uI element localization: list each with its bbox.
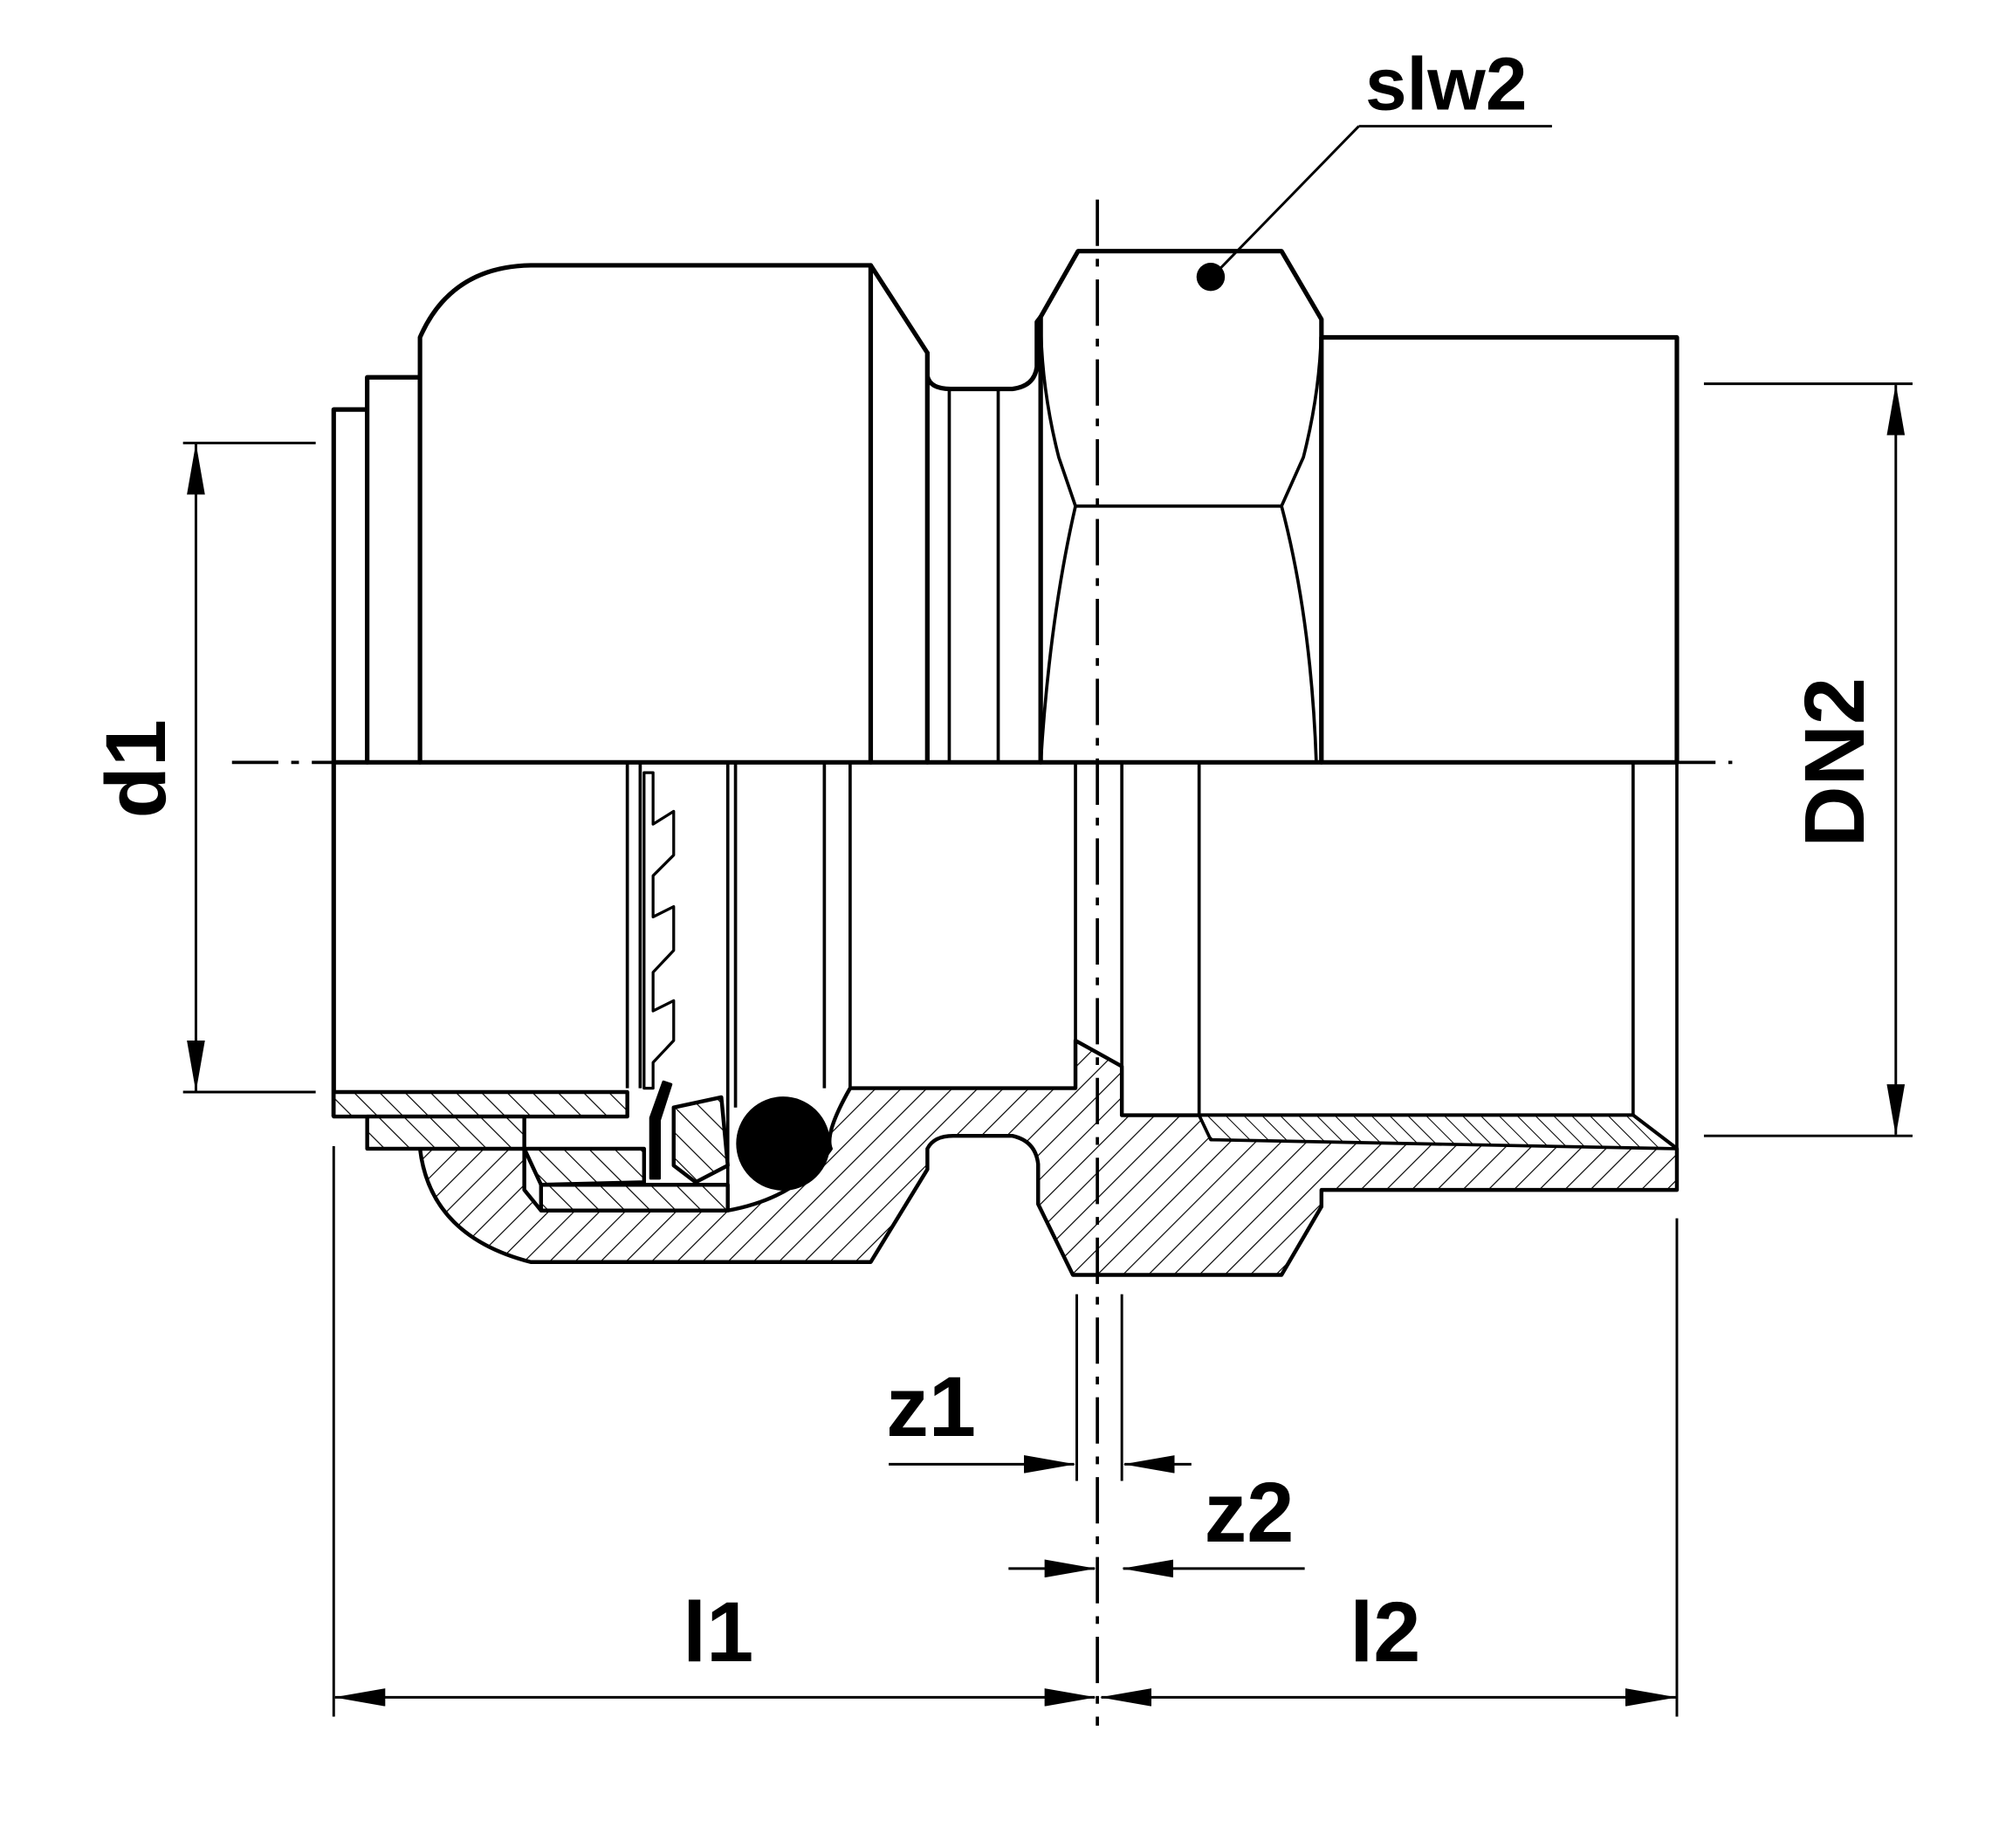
compression-nut (417, 263, 874, 765)
pipe-end-ring (331, 407, 370, 765)
nut-chamfer (868, 263, 930, 765)
insert-wedge (671, 1095, 730, 1185)
external-view-upper-half (331, 249, 1680, 765)
insert-section-top (332, 1089, 629, 1119)
insert-section-mid (539, 1183, 730, 1213)
release-ring (365, 374, 422, 765)
body-neck (924, 314, 1043, 765)
insert-section-left (365, 1114, 647, 1187)
center-lines (231, 199, 1733, 1726)
l2-label: l2 (1350, 1584, 1420, 1680)
z2-label: z2 (1205, 1465, 1295, 1560)
snap-ring (649, 1080, 673, 1180)
dimensions (182, 125, 1913, 1717)
l1-label: l1 (683, 1584, 753, 1680)
thread-liner-section (1197, 1113, 1679, 1151)
o-ring (736, 1096, 831, 1191)
section-view-lower-half (331, 762, 1680, 1277)
slw2-leader (1212, 125, 1360, 277)
d1-label: d1 (88, 719, 183, 819)
grip-ring-teeth (642, 771, 676, 1090)
slw2-label: slw2 (1365, 43, 1527, 126)
dn2-label: DN2 (1787, 677, 1882, 848)
z1-label: z1 (886, 1359, 976, 1454)
threaded-body (1319, 334, 1680, 765)
slw2-leader-dot (1196, 262, 1226, 292)
